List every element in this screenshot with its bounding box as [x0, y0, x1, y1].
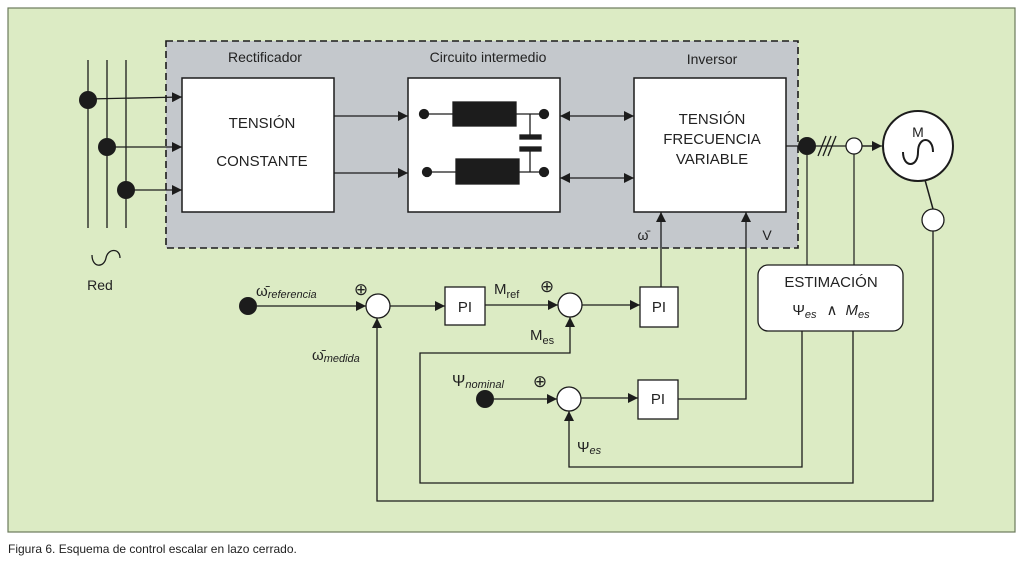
rectifier-text-1: TENSIÓN	[229, 115, 296, 132]
grid-feed-1	[87, 92, 183, 103]
inverter-speed-input-label: ω̄	[638, 227, 651, 243]
inductor-top	[452, 101, 517, 127]
speed-feedback-wire	[372, 231, 934, 502]
torque-feedback-wire	[419, 317, 854, 484]
inverter-text-2: FRECUENCIA	[663, 131, 761, 148]
torque-estimated-label: Mes	[530, 327, 555, 347]
figure-caption: Figura 6. Esquema de control escalar en …	[8, 542, 297, 556]
torque-pi-controller	[639, 286, 679, 328]
motor-shaft	[924, 179, 934, 210]
flux-feedback-wire	[564, 331, 803, 468]
estimation-box	[757, 264, 904, 332]
dc-link-box	[407, 77, 561, 213]
speed-measured-label: ω̄medida	[312, 347, 360, 365]
inverter-voltage-input-label: V	[762, 227, 772, 243]
ac-sine-icon	[91, 249, 121, 266]
speed-reference-node	[239, 297, 257, 315]
inverter-title: Inversor	[687, 51, 738, 67]
dc-link-circuit	[418, 101, 550, 185]
flux-nominal-node	[476, 390, 494, 408]
rectifier-box	[181, 77, 335, 213]
inductor-bottom	[455, 158, 520, 185]
current-sensor	[845, 137, 863, 155]
voltage-command-wire	[678, 212, 751, 400]
speed-summing-junction	[365, 293, 391, 319]
torque-sum-sign: ⊕	[540, 277, 554, 296]
control-diagram: Rectificador Circuito intermedio Inverso…	[7, 7, 1016, 533]
speed-pi-label: PI	[458, 299, 472, 316]
speed-reference-label: ω̄referencia	[256, 283, 317, 301]
inverter-box	[633, 77, 787, 213]
motor-sine-icon	[902, 139, 934, 165]
grid-label: Red	[87, 277, 113, 293]
torque-summing-junction	[557, 292, 583, 318]
speed-sum-sign: ⊕	[354, 280, 368, 299]
flux-estimated-label: Ψes	[577, 439, 602, 457]
inverter-text-1: TENSIÓN	[679, 111, 746, 128]
grid-node-1	[79, 91, 97, 109]
output-node	[798, 137, 816, 155]
estimation-outputs: Ψes∧Mes	[792, 302, 870, 321]
dc-link-title: Circuito intermedio	[430, 49, 547, 65]
flux-pi-label: PI	[651, 391, 665, 408]
torque-pi-label: PI	[652, 299, 666, 316]
flux-nominal-label: Ψnominal	[452, 373, 504, 391]
speed-sensor	[921, 208, 945, 232]
speed-pi-controller	[444, 286, 486, 326]
estimation-title: ESTIMACIÓN	[784, 274, 877, 291]
inverter-text-3: VARIABLE	[676, 151, 748, 168]
torque-reference-label: Mref	[494, 281, 520, 301]
flux-summing-junction	[556, 386, 582, 412]
rectifier-title: Rectificador	[228, 49, 302, 65]
capacitor-plate-top	[519, 134, 542, 140]
motor-label: M	[912, 124, 924, 140]
flux-sum-sign: ⊕	[533, 372, 547, 391]
rectifier-text-2: CONSTANTE	[216, 153, 307, 170]
